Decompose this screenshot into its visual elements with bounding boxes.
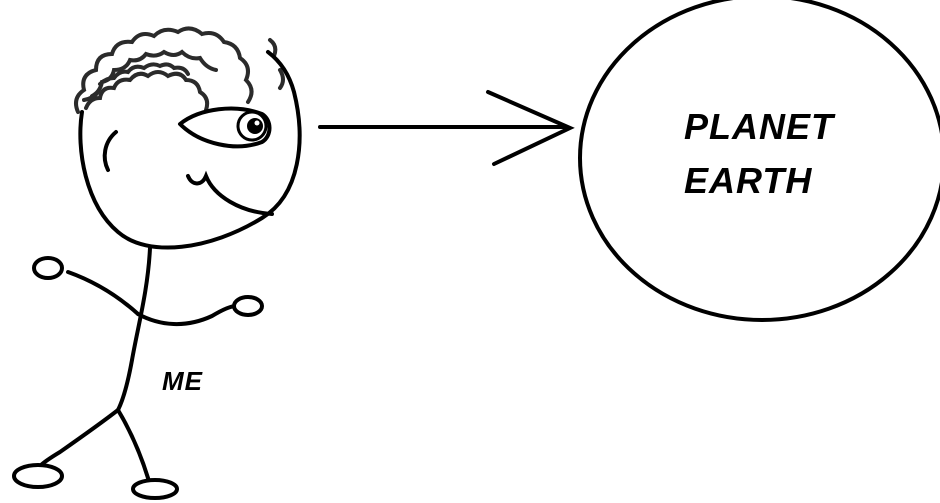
me-label: ME bbox=[162, 366, 203, 396]
planet-earth-circle bbox=[578, 0, 940, 322]
planet-label-line1: PLANET bbox=[684, 106, 834, 147]
right-hand bbox=[232, 295, 264, 317]
body-line bbox=[116, 246, 152, 412]
head-outline bbox=[78, 50, 302, 250]
planet-label-line2: EARTH bbox=[684, 160, 813, 201]
left-foot bbox=[12, 463, 64, 489]
right-arm bbox=[136, 304, 238, 327]
left-leg bbox=[38, 408, 120, 468]
hair-scribble bbox=[74, 26, 285, 114]
mouth-smile bbox=[186, 170, 274, 216]
left-hand bbox=[32, 256, 64, 280]
eye-icon bbox=[178, 106, 272, 149]
arrow-right-icon bbox=[318, 90, 575, 166]
right-foot bbox=[131, 478, 179, 500]
left-arm bbox=[66, 270, 140, 316]
right-leg bbox=[116, 408, 150, 480]
ear-mark bbox=[102, 130, 118, 172]
